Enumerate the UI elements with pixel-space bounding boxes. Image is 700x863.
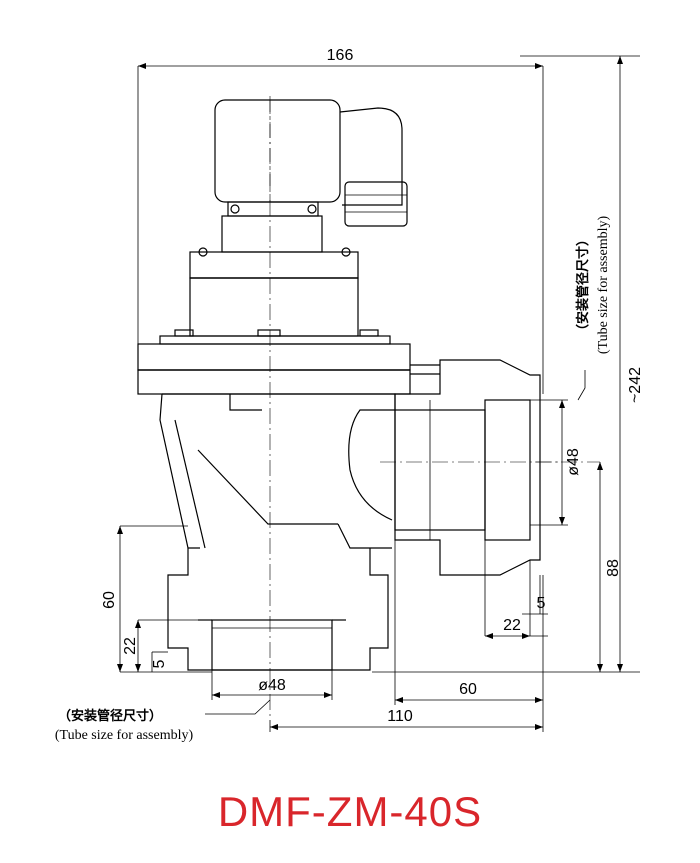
solenoid-coil: [214, 99, 408, 227]
bottom-port: [167, 548, 389, 671]
model-title: DMF-ZM-40S: [217, 788, 483, 835]
bottom-note-en: (Tube size for assembly): [55, 728, 194, 743]
dim-overall-height: ~242: [627, 367, 644, 403]
center-lines: [269, 96, 600, 720]
dim-bottom-port-height: 60: [101, 591, 118, 609]
bottom-note-cn: （安装管径尺寸）: [58, 708, 162, 724]
side-note-cn: （安装管径尺寸）: [575, 233, 591, 337]
dimension-lines: [119, 55, 640, 732]
dim-side-spigot: 22: [503, 617, 521, 634]
valve-bonnet: [159, 215, 391, 345]
side-tube-note: （安装管径尺寸） (Tube size for assembly): [575, 216, 611, 355]
dim-side-step: 5: [537, 595, 546, 612]
dim-bottom-step: 5: [151, 659, 168, 668]
dim-center-offset: 110: [387, 708, 413, 725]
dim-bottom-tube-dia: ø48: [258, 677, 286, 694]
dim-overall-width: 166: [327, 47, 354, 64]
diaphragm-flange: [137, 343, 440, 395]
side-port: [394, 359, 541, 576]
dim-side-tube-dia: ø48: [565, 448, 582, 476]
dim-side-port-height: 88: [605, 559, 622, 577]
valve-body: [159, 393, 396, 549]
dim-bottom-spigot: 22: [122, 637, 139, 655]
dim-side-offset: 60: [459, 681, 477, 698]
dimension-arrows: [117, 56, 623, 730]
side-note-en: (Tube size for assembly): [596, 216, 611, 355]
